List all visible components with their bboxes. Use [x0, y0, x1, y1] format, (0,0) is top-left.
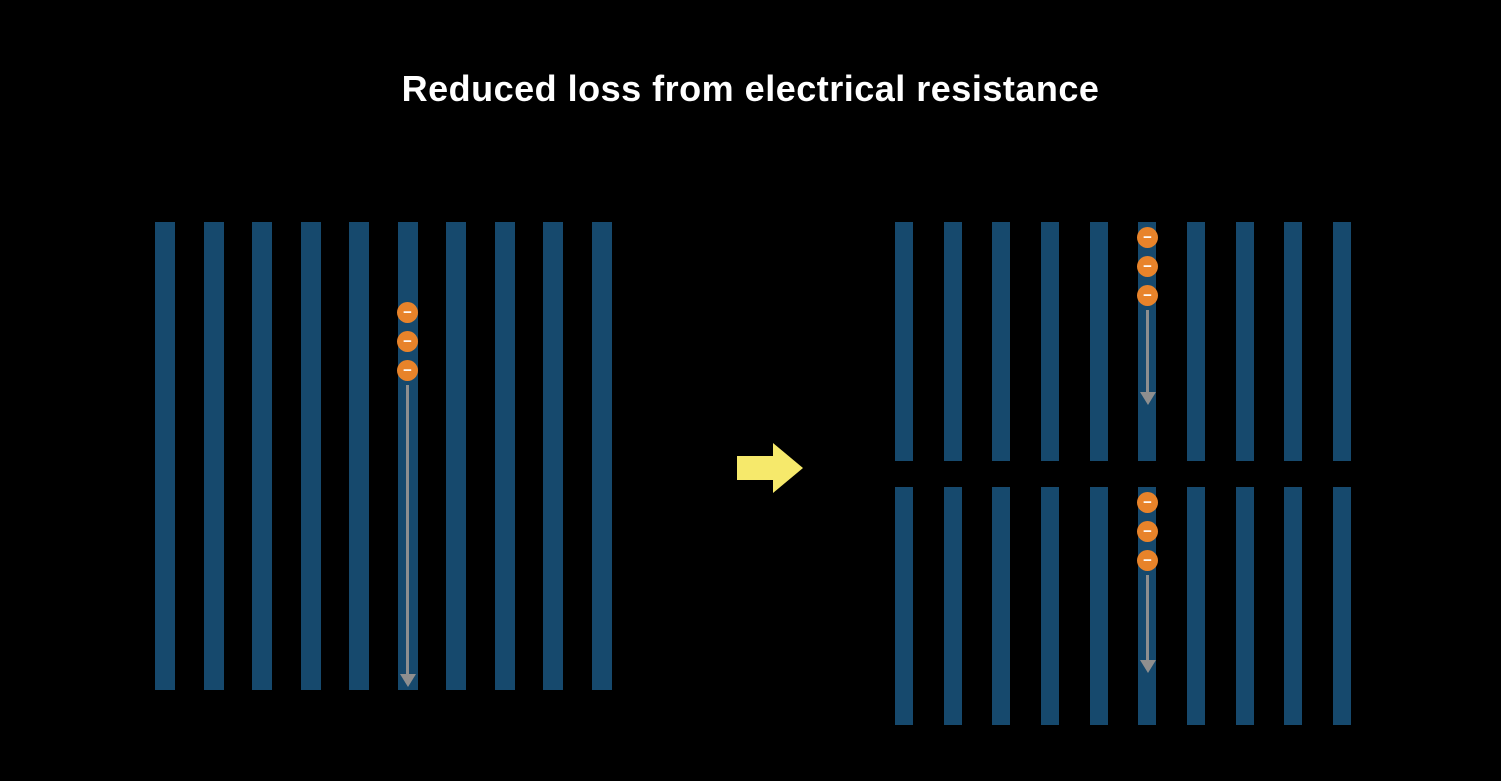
electron-icon: −	[397, 360, 418, 381]
finger-bar	[591, 222, 612, 690]
finger-bar	[1332, 222, 1351, 461]
finger-bar	[252, 222, 273, 690]
electron-group: − − −	[1137, 492, 1158, 571]
finger-bar	[943, 487, 962, 725]
electron-group: − − −	[1137, 227, 1158, 306]
finger-bar	[943, 222, 962, 461]
finger-bar	[992, 222, 1011, 461]
arrow-head-icon	[1139, 392, 1156, 405]
finger-bar	[992, 487, 1011, 725]
arrow-head-icon	[399, 674, 416, 687]
finger-bar	[543, 222, 564, 690]
finger-bar	[1089, 222, 1108, 461]
finger-bar	[1040, 222, 1059, 461]
finger-bar-group	[155, 222, 612, 690]
current-flow-arrow	[1139, 310, 1156, 405]
finger-bar	[203, 222, 224, 690]
finger-bar	[1186, 222, 1205, 461]
electron-flow: − − −	[1137, 227, 1158, 405]
electron-group: − − −	[397, 302, 418, 381]
arrow-shaft	[406, 385, 409, 674]
finger-bar	[155, 222, 175, 690]
finger-bar	[1235, 487, 1254, 725]
diagram-title: Reduced loss from electrical resistance	[401, 68, 1100, 109]
electron-flow: − − −	[397, 302, 418, 687]
finger-bar	[1040, 487, 1059, 725]
electron-icon: −	[1137, 521, 1158, 542]
finger-bar	[895, 487, 913, 725]
arrow-shaft	[1146, 575, 1149, 660]
finger-bar-group	[895, 222, 1351, 461]
panel-after-bottom: − − −	[895, 487, 1351, 725]
electron-icon: −	[397, 331, 418, 352]
electron-icon: −	[397, 302, 418, 323]
finger-bar	[1332, 487, 1351, 725]
finger-bar	[446, 222, 467, 690]
finger-bar	[300, 222, 321, 690]
arrow-shaft	[1146, 310, 1149, 392]
current-flow-arrow	[399, 385, 416, 687]
finger-bar	[1284, 487, 1303, 725]
electron-icon: −	[1137, 492, 1158, 513]
finger-bar	[494, 222, 515, 690]
arrow-head-icon	[1139, 660, 1156, 673]
finger-bar	[1089, 487, 1108, 725]
finger-bar	[349, 222, 370, 690]
current-flow-arrow	[1139, 575, 1156, 673]
finger-bar	[1284, 222, 1303, 461]
electron-icon: −	[1137, 550, 1158, 571]
electron-icon: −	[1137, 285, 1158, 306]
panel-before: − − −	[155, 222, 612, 690]
finger-bar	[1235, 222, 1254, 461]
finger-bar-group	[895, 487, 1351, 725]
panel-after-top: − − −	[895, 222, 1351, 461]
finger-bar	[895, 222, 913, 461]
finger-bar	[1186, 487, 1205, 725]
electron-icon: −	[1137, 256, 1158, 277]
electron-flow: − − −	[1137, 492, 1158, 673]
transition-arrow-icon	[737, 443, 803, 493]
electron-icon: −	[1137, 227, 1158, 248]
